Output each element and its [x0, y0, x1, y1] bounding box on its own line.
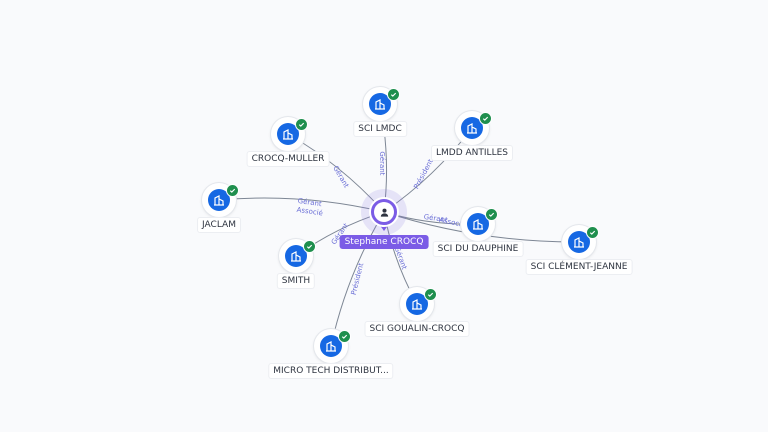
- building-icon: [369, 93, 391, 115]
- center-disc: [369, 197, 399, 227]
- verified-check-icon: [295, 118, 308, 131]
- building-icon: [277, 123, 299, 145]
- person-icon: [374, 202, 394, 222]
- verified-check-icon: [485, 208, 498, 221]
- company-label[interactable]: SCI GOUALIN-CROCQ: [365, 322, 469, 336]
- verified-check-icon: [424, 288, 437, 301]
- verified-check-icon: [226, 184, 239, 197]
- center-name-label[interactable]: Stephane CROCQ: [339, 235, 429, 249]
- building-icon: [568, 231, 590, 253]
- relation-label: Gérant: [423, 213, 448, 224]
- relation-label: Associé: [296, 206, 323, 218]
- relation-label: Gérant: [393, 245, 409, 271]
- company-label[interactable]: MICRO TECH DISTRIBUT...: [269, 364, 393, 378]
- relation-label: Gérant: [378, 151, 386, 175]
- building-icon: [467, 213, 489, 235]
- verified-check-icon: [586, 226, 599, 239]
- relation-label: Président: [350, 262, 366, 296]
- relation-edge-jaclam: [218, 197, 385, 213]
- verified-check-icon: [387, 88, 400, 101]
- building-icon: [285, 245, 307, 267]
- company-label[interactable]: SCI CLÉMENT-JEANNE: [526, 260, 632, 274]
- company-label[interactable]: LMDD ANTILLES: [432, 146, 512, 160]
- pin-pointer: [379, 224, 389, 231]
- building-icon: [406, 293, 428, 315]
- relation-label: Gérant: [297, 197, 322, 208]
- building-icon: [208, 189, 230, 211]
- relation-label: Président: [412, 158, 435, 191]
- company-label[interactable]: SMITH: [277, 274, 315, 288]
- company-label[interactable]: CROCQ-MULLER: [247, 152, 329, 166]
- verified-check-icon: [338, 330, 351, 343]
- building-icon: [320, 335, 342, 357]
- building-icon: [461, 117, 483, 139]
- verified-check-icon: [303, 240, 316, 253]
- company-label[interactable]: SCI LMDC: [354, 122, 406, 136]
- verified-check-icon: [479, 112, 492, 125]
- company-label[interactable]: SCI DU DAUPHINE: [433, 242, 523, 256]
- company-label[interactable]: JACLAM: [198, 218, 240, 232]
- relation-label: Gérant: [331, 164, 350, 189]
